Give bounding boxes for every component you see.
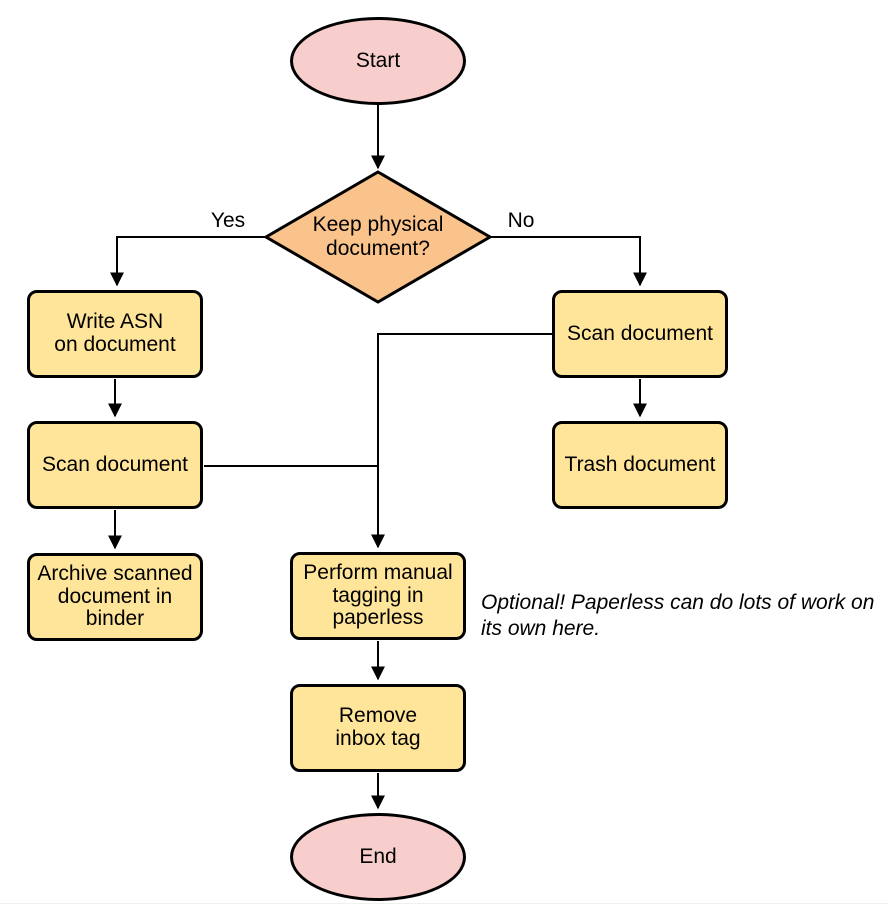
bottom-divider [0, 903, 888, 904]
node-start: Start [290, 17, 466, 105]
edge-decision-no-to-scan-right [489, 236, 647, 287]
node-trash-document: Trash document [552, 421, 728, 509]
node-archive-in-binder: Archive scanned document in binder [27, 553, 203, 641]
node-scan-document-right: Scan document [552, 290, 728, 378]
node-remove-inbox-tag: Remove inbox tag [290, 684, 466, 772]
node-end-label: End [359, 844, 397, 868]
note-optional-paperless: Optional! Paperless can do lots of work … [481, 591, 875, 640]
node-decision: Keep physical document? [278, 205, 478, 269]
node-remove-inbox-tag-label: Remove inbox tag [335, 704, 421, 750]
node-manual-tagging-label: Perform manual tagging in paperless [303, 560, 453, 630]
node-scan-document-right-label: Scan document [567, 321, 713, 345]
node-trash-document-label: Trash document [564, 452, 716, 476]
node-scan-document-left-label: Scan document [42, 452, 188, 476]
node-decision-label: Keep physical document? [312, 212, 444, 260]
edge-decision-yes-to-write-asn [110, 236, 267, 287]
edge-label-yes: Yes [210, 209, 246, 232]
edge-label-no: No [507, 209, 535, 232]
node-write-asn: Write ASN on document [27, 290, 203, 378]
node-archive-in-binder-label: Archive scanned document in binder [37, 561, 193, 631]
edge-scan-right-to-tagging [371, 333, 552, 549]
node-scan-document-left: Scan document [27, 421, 203, 509]
node-manual-tagging: Perform manual tagging in paperless [290, 552, 466, 640]
node-write-asn-label: Write ASN on document [54, 310, 176, 356]
node-end: End [290, 813, 466, 901]
node-start-label: Start [355, 48, 401, 72]
decision-diamond-shape [263, 170, 493, 304]
